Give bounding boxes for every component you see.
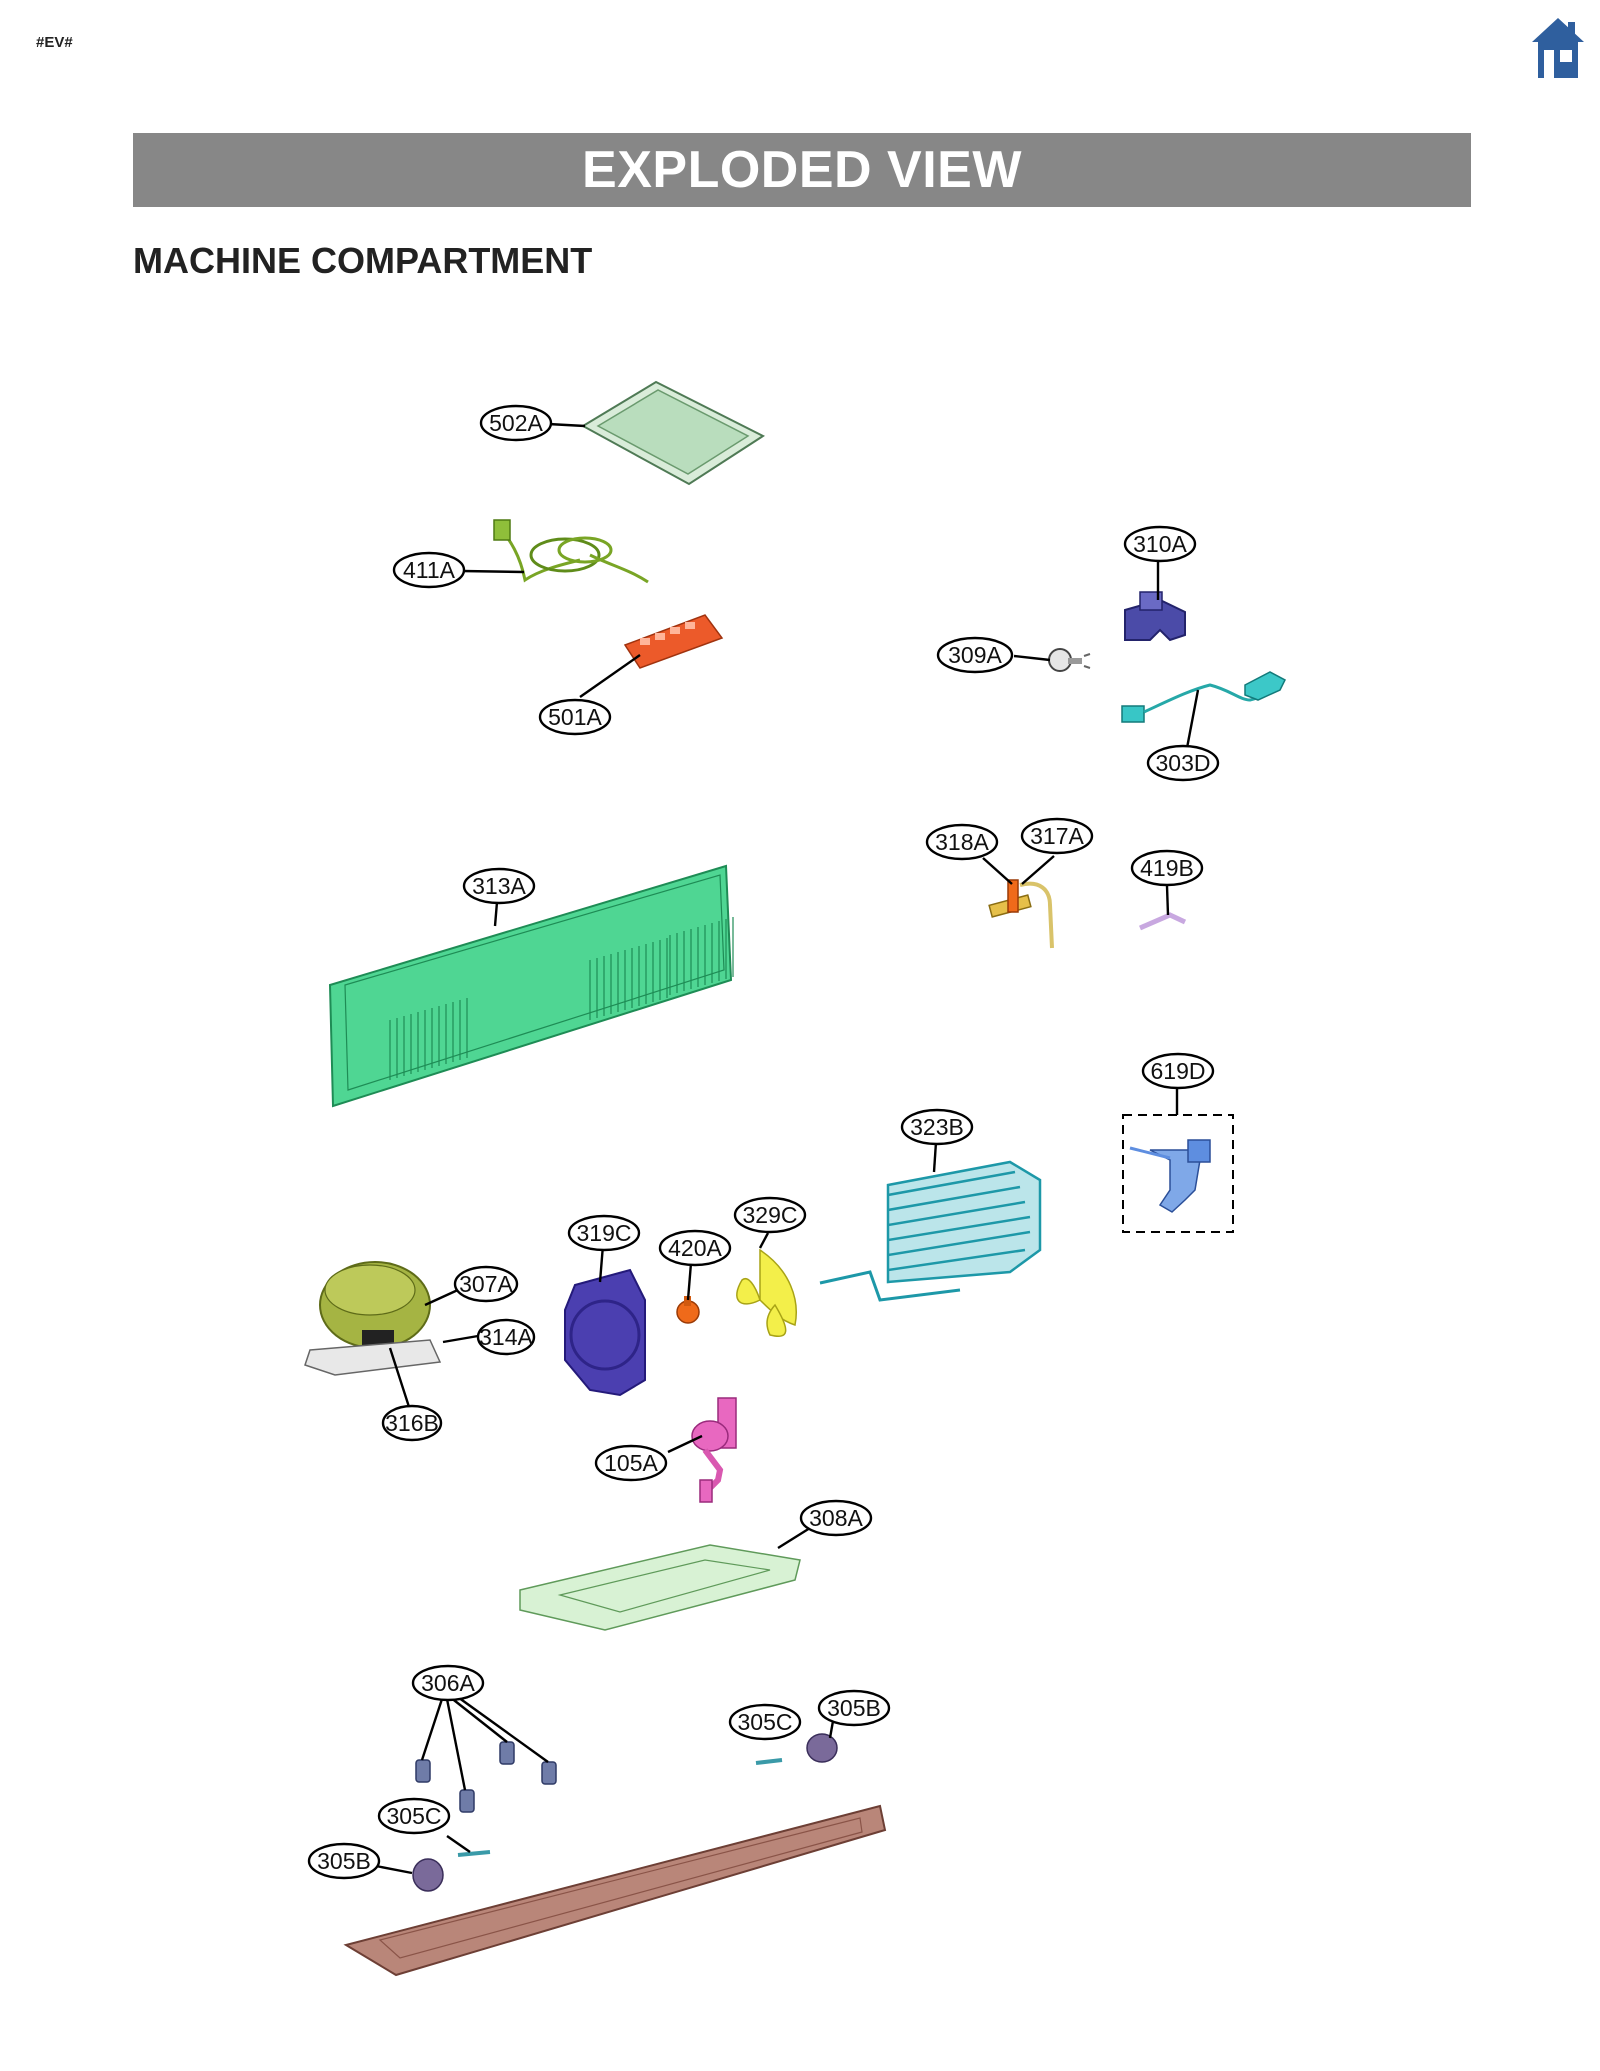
- document-tag: #EV#: [36, 34, 73, 51]
- callout-313A: 313A: [462, 867, 536, 905]
- callout-619D: 619D: [1141, 1052, 1215, 1090]
- section-title: MACHINE COMPARTMENT: [133, 240, 593, 281]
- callout-329C: 329C: [733, 1196, 807, 1234]
- svg-text:105A: 105A: [604, 1450, 658, 1476]
- callout-305C-left: 305C: [377, 1797, 451, 1835]
- svg-text:308A: 308A: [809, 1505, 863, 1531]
- svg-text:314A: 314A: [479, 1324, 533, 1350]
- callout-323B: 323B: [900, 1108, 974, 1146]
- callout-105A: 105A: [594, 1444, 668, 1482]
- callout-317A: 317A: [1020, 817, 1094, 855]
- part-329C-fan-blade: [736, 1248, 797, 1337]
- svg-text:309A: 309A: [948, 642, 1002, 668]
- leader-lines: [375, 422, 1200, 1875]
- part-309A-plug: [1048, 648, 1091, 672]
- callout-314A: 314A: [476, 1318, 536, 1356]
- svg-text:329C: 329C: [743, 1202, 798, 1228]
- part-310A-bracket: [1124, 591, 1186, 642]
- part-323B-condenser: [819, 1160, 1042, 1302]
- svg-text:307A: 307A: [459, 1271, 513, 1297]
- svg-text:306A: 306A: [421, 1670, 475, 1696]
- page-title: EXPLODED VIEW: [133, 133, 1471, 207]
- svg-text:317A: 317A: [1030, 823, 1084, 849]
- part-502A-cover: [580, 380, 766, 486]
- part-501A-pcb: [623, 614, 724, 669]
- part-411A-power-cord: [493, 519, 649, 584]
- callout-306A: 306A: [411, 1664, 485, 1702]
- callout-307A: 307A: [453, 1265, 519, 1303]
- part-420A-fan-motor: [676, 1296, 700, 1324]
- part-305-feet-and-screws: [412, 1733, 838, 1892]
- svg-text:305C: 305C: [387, 1803, 442, 1829]
- callout-305B-left: 305B: [307, 1842, 381, 1880]
- svg-text:323B: 323B: [910, 1114, 964, 1140]
- base-plate: [343, 1804, 887, 1977]
- svg-text:318A: 318A: [935, 829, 989, 855]
- callout-303D: 303D: [1146, 744, 1220, 782]
- svg-text:411A: 411A: [403, 557, 456, 583]
- svg-text:502A: 502A: [489, 410, 543, 436]
- callout-310A: 310A: [1123, 525, 1197, 563]
- callout-318A: 318A: [925, 823, 999, 861]
- svg-text:501A: 501A: [548, 704, 602, 730]
- svg-text:419B: 419B: [1140, 855, 1194, 881]
- part-303D-harness: [1121, 671, 1286, 723]
- callout-309A: 309A: [936, 636, 1014, 674]
- part-318A-317A-sensor: [988, 879, 1054, 949]
- svg-text:319C: 319C: [577, 1220, 632, 1246]
- callout-319C: 319C: [567, 1214, 641, 1252]
- svg-text:619D: 619D: [1151, 1058, 1206, 1084]
- callout-419B: 419B: [1130, 849, 1204, 887]
- part-105A-drain-pipe: [691, 1397, 737, 1503]
- svg-text:305C: 305C: [738, 1709, 793, 1735]
- svg-text:420A: 420A: [668, 1235, 722, 1261]
- svg-text:303D: 303D: [1156, 750, 1211, 776]
- svg-text:305B: 305B: [317, 1848, 371, 1874]
- part-419B-clip: [1139, 912, 1187, 931]
- part-619D-water-valve: [1122, 1114, 1234, 1233]
- home-icon[interactable]: [1530, 16, 1586, 80]
- part-308A-drain-tray: [519, 1544, 801, 1631]
- part-307A-compressor: [304, 1261, 442, 1376]
- svg-text:305B: 305B: [827, 1695, 881, 1721]
- callout-305B-right: 305B: [817, 1689, 891, 1727]
- callout-502A: 502A: [479, 404, 553, 442]
- callout-305C-right: 305C: [728, 1703, 802, 1741]
- callout-420A: 420A: [658, 1229, 732, 1267]
- part-319C-fan-shroud: [564, 1268, 646, 1397]
- svg-text:316B: 316B: [385, 1410, 439, 1436]
- callout-308A: 308A: [799, 1499, 873, 1537]
- svg-text:313A: 313A: [472, 873, 526, 899]
- callout-501A: 501A: [538, 698, 612, 736]
- svg-text:310A: 310A: [1133, 531, 1187, 557]
- part-313A-machine-cover: [328, 864, 734, 1108]
- callout-411A: 411A: [392, 551, 466, 589]
- callout-316B: 316B: [381, 1404, 443, 1442]
